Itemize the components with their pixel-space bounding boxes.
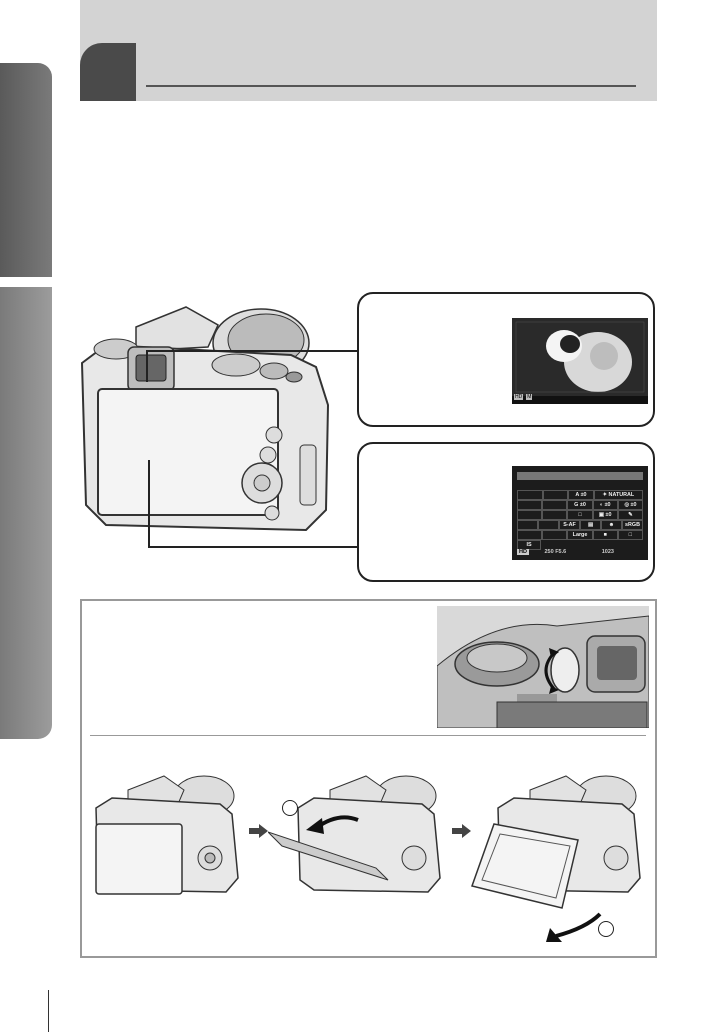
panel-row: IS bbox=[517, 540, 643, 550]
panel-cell bbox=[517, 530, 543, 540]
panel-cell: Large bbox=[567, 530, 593, 540]
camera-back-illustration bbox=[80, 306, 330, 532]
panel-cell: ▤ bbox=[580, 520, 601, 530]
header-rule bbox=[146, 85, 636, 87]
panel-cell: sRGB bbox=[622, 520, 643, 530]
panel-cell: IS bbox=[517, 540, 541, 550]
panel-cell: ◐ ±0 bbox=[592, 500, 618, 510]
panel-cell: □ bbox=[617, 530, 644, 540]
diopter-adjustment-illustration bbox=[437, 606, 649, 728]
step-arrow-2 bbox=[452, 824, 471, 838]
panel-cell bbox=[542, 510, 568, 520]
panel-cell: ✦ NATURAL bbox=[593, 490, 643, 500]
page-gutter-rule bbox=[48, 990, 49, 1032]
monitor-display: A ±0 ✦ NATURAL G ±0 ◐ ±0 ◎ ±0 □ ▣ ±0 ✎ S bbox=[512, 466, 648, 560]
super-control-panel: A ±0 ✦ NATURAL G ±0 ◐ ±0 ◎ ±0 □ ▣ ±0 ✎ S bbox=[517, 490, 644, 550]
panel-cell bbox=[517, 510, 543, 520]
monitor-reversed-illustration bbox=[268, 775, 441, 893]
panel-cell bbox=[538, 520, 559, 530]
step-marker-1 bbox=[282, 800, 298, 816]
panel-cell bbox=[542, 530, 568, 540]
panel-cell bbox=[542, 500, 568, 510]
step-arrow-1 bbox=[249, 824, 268, 838]
panel-cell bbox=[542, 490, 569, 500]
callout-monitor: A ±0 ✦ NATURAL G ±0 ◐ ±0 ◎ ±0 □ ▣ ±0 ✎ S bbox=[357, 442, 655, 582]
status-badge: HD bbox=[517, 549, 529, 555]
panel-row: Large ■ □ bbox=[517, 530, 644, 540]
leader-line-monitor-h bbox=[148, 546, 357, 548]
leader-line-viewfinder-drop bbox=[146, 350, 148, 382]
section-number-mark bbox=[80, 43, 136, 101]
chapter-tab-active bbox=[0, 63, 52, 277]
leader-line-viewfinder bbox=[146, 350, 357, 352]
panel-row: G ±0 ◐ ±0 ◎ ±0 bbox=[517, 500, 644, 510]
panel-cell: A ±0 bbox=[568, 490, 594, 500]
shots-remaining: 1023 bbox=[601, 549, 614, 555]
panel-cell: G ±0 bbox=[567, 500, 593, 510]
status-badge: HD bbox=[514, 394, 524, 400]
panel-cell: ◎ ±0 bbox=[617, 500, 644, 510]
panel-cell: ▣ ±0 bbox=[592, 510, 618, 520]
panel-cell: ✎ bbox=[617, 510, 644, 520]
monitor-tilted-illustration bbox=[471, 775, 641, 942]
monitor-closed-illustration bbox=[95, 775, 239, 895]
status-badge: M bbox=[526, 394, 533, 400]
leader-line-monitor-v bbox=[148, 460, 150, 548]
panel-cell: □ bbox=[567, 510, 593, 520]
frame-divider bbox=[90, 735, 646, 736]
panel-cell bbox=[517, 520, 538, 530]
panel-cell bbox=[517, 490, 543, 500]
step-marker-2 bbox=[598, 921, 614, 937]
panel-cell bbox=[517, 500, 543, 510]
chapter-tab-inactive bbox=[0, 287, 52, 739]
panel-row: A ±0 ✦ NATURAL bbox=[517, 490, 643, 500]
monitor-status-bar: HD 250 F5.6 1023 bbox=[517, 549, 614, 555]
header-band bbox=[80, 0, 657, 101]
panel-row: S-AF ▤ ☻ sRGB bbox=[517, 520, 643, 530]
panel-row: □ ▣ ±0 ✎ bbox=[517, 510, 644, 520]
panel-header bbox=[517, 472, 643, 480]
panel-cell: ☻ bbox=[601, 520, 622, 530]
panel-cell: ■ bbox=[592, 530, 618, 540]
exposure-readout: 250 F5.6 bbox=[544, 549, 567, 555]
panel-cell: S-AF bbox=[559, 520, 580, 530]
viewfinder-photo bbox=[512, 318, 648, 396]
